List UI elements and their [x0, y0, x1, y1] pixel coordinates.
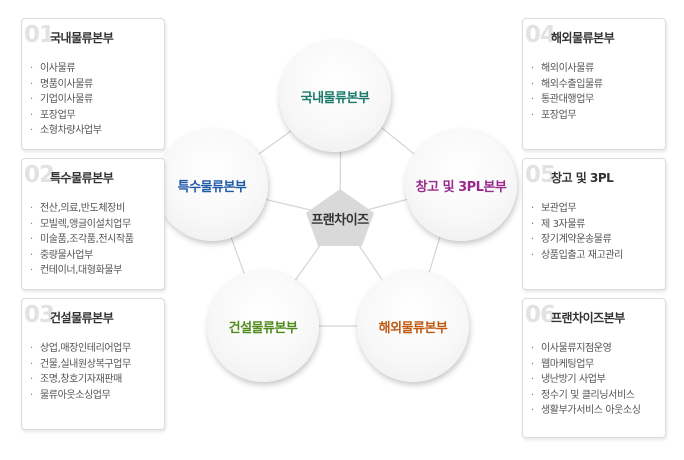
- card-list: ·해외이사물류 ·해외수출입물류 ·통관대행업무 ·포장업무: [523, 47, 665, 123]
- list-item: ·미술품,조각품,전시작품: [30, 234, 134, 245]
- circle-overseas[interactable]: 해외물류본부: [357, 270, 469, 382]
- card-number: 05: [525, 162, 556, 188]
- card-number: 04: [525, 22, 556, 48]
- card-title: 특수물류본부: [50, 171, 114, 185]
- list-item: ·보관업무: [531, 203, 577, 214]
- card-title: 창고 및 3PL: [551, 171, 614, 185]
- circle-construction[interactable]: 건설물류본부: [207, 270, 319, 382]
- list-item: ·중량물사업부: [30, 249, 93, 261]
- list-item: ·통관대행업무: [531, 94, 594, 105]
- card-list: ·이사물류 ·명품이사물류 ·기업이사물류 ·포장업무 ·소형차량사업부: [22, 47, 164, 139]
- circle-warehouse-3pl-label: 창고 및 3PL본부: [415, 179, 507, 195]
- card-overseas: 04 해외물류본부 ·해외이사물류 ·해외수출입물류 ·통관대행업무 ·포장업무: [522, 18, 666, 150]
- list-item: ·이사물류: [30, 63, 76, 74]
- card-number: 01: [24, 22, 55, 48]
- card-list: ·전산,의료,반도체장비 ·모빌렉,앵글이설치업무 ·미술품,조각품,전시작품 …: [22, 187, 164, 279]
- card-construction: 03 건설물류본부 ·상업,매장인테리어업무 ·건물,실내원상복구업무 ·조명,…: [21, 298, 165, 430]
- card-number: 03: [24, 302, 55, 328]
- list-item: ·모빌렉,앵글이설치업무: [30, 218, 131, 230]
- list-item: ·상업,매장인테리어업무: [30, 343, 131, 354]
- card-list: ·보관업무 ·제 3자물류 ·장기계약운송물류 ·상품입출고 재고관리: [523, 187, 665, 263]
- card-franchise: 06 프랜차이즈본부 ·이사물류지점운영 ·웹마케팅업무 ·냉난방기 사업부 ·…: [522, 298, 666, 438]
- list-item: ·상품입출고 재고관리: [531, 249, 623, 261]
- list-item: ·정수기 및 클리닝서비스: [531, 389, 635, 401]
- list-item: ·건물,실내원상복구업무: [30, 358, 131, 370]
- list-item: ·제 3자물류: [531, 218, 585, 230]
- circle-warehouse-3pl[interactable]: 창고 및 3PL본부: [405, 129, 517, 241]
- card-warehouse-3pl: 05 창고 및 3PL ·보관업무 ·제 3자물류 ·장기계약운송물류 ·상품입…: [522, 158, 666, 290]
- list-item: ·웹마케팅업무: [531, 358, 594, 370]
- list-item: ·명품이사물류: [30, 78, 93, 90]
- list-item: ·조명,창호기자재판매: [30, 374, 122, 385]
- card-special: 02 특수물류본부 ·전산,의료,반도체장비 ·모빌렉,앵글이설치업무 ·미술품…: [21, 158, 165, 290]
- list-item: ·포장업무: [30, 109, 76, 121]
- circle-construction-label: 건설물류본부: [228, 320, 298, 336]
- list-item: ·소형차량사업부: [30, 125, 102, 136]
- card-list: ·상업,매장인테리어업무 ·건물,실내원상복구업무 ·조명,창호기자재판매 ·물…: [22, 327, 164, 403]
- card-domestic: 01 국내물류본부 ·이사물류 ·명품이사물류 ·기업이사물류 ·포장업무 ·소…: [21, 18, 165, 150]
- circle-special[interactable]: 특수물류본부: [156, 129, 268, 241]
- card-number: 02: [24, 162, 55, 188]
- list-item: ·생활부가서비스 아웃소싱: [531, 405, 641, 416]
- card-title: 프랜차이즈본부: [551, 311, 625, 325]
- circle-domestic-label: 국내물류본부: [300, 90, 370, 106]
- card-number: 06: [525, 302, 556, 328]
- circle-domestic[interactable]: 국내물류본부: [279, 40, 391, 152]
- center-pentagon: [306, 189, 374, 246]
- circle-overseas-label: 해외물류본부: [378, 320, 448, 336]
- card-title: 국내물류본부: [50, 31, 114, 45]
- list-item: ·해외이사물류: [531, 63, 594, 74]
- list-item: ·포장업무: [531, 109, 577, 121]
- list-item: ·컨테이너,대형화물부: [30, 265, 122, 276]
- list-item: ·이사물류지점운영: [531, 343, 612, 354]
- center-label: 프랜차이즈: [311, 213, 369, 228]
- card-list: ·이사물류지점운영 ·웹마케팅업무 ·냉난방기 사업부 ·정수기 및 클리닝서비…: [523, 327, 665, 419]
- list-item: ·장기계약운송물류: [531, 234, 612, 245]
- list-item: ·해외수출입물류: [531, 78, 603, 90]
- card-title: 해외물류본부: [551, 31, 615, 45]
- circle-special-label: 특수물류본부: [177, 179, 247, 195]
- list-item: ·물류아웃소싱업무: [30, 389, 111, 401]
- list-item: ·전산,의료,반도체장비: [30, 203, 125, 214]
- list-item: ·기업이사물류: [30, 94, 93, 105]
- card-title: 건설물류본부: [50, 311, 114, 325]
- list-item: ·냉난방기 사업부: [531, 374, 606, 385]
